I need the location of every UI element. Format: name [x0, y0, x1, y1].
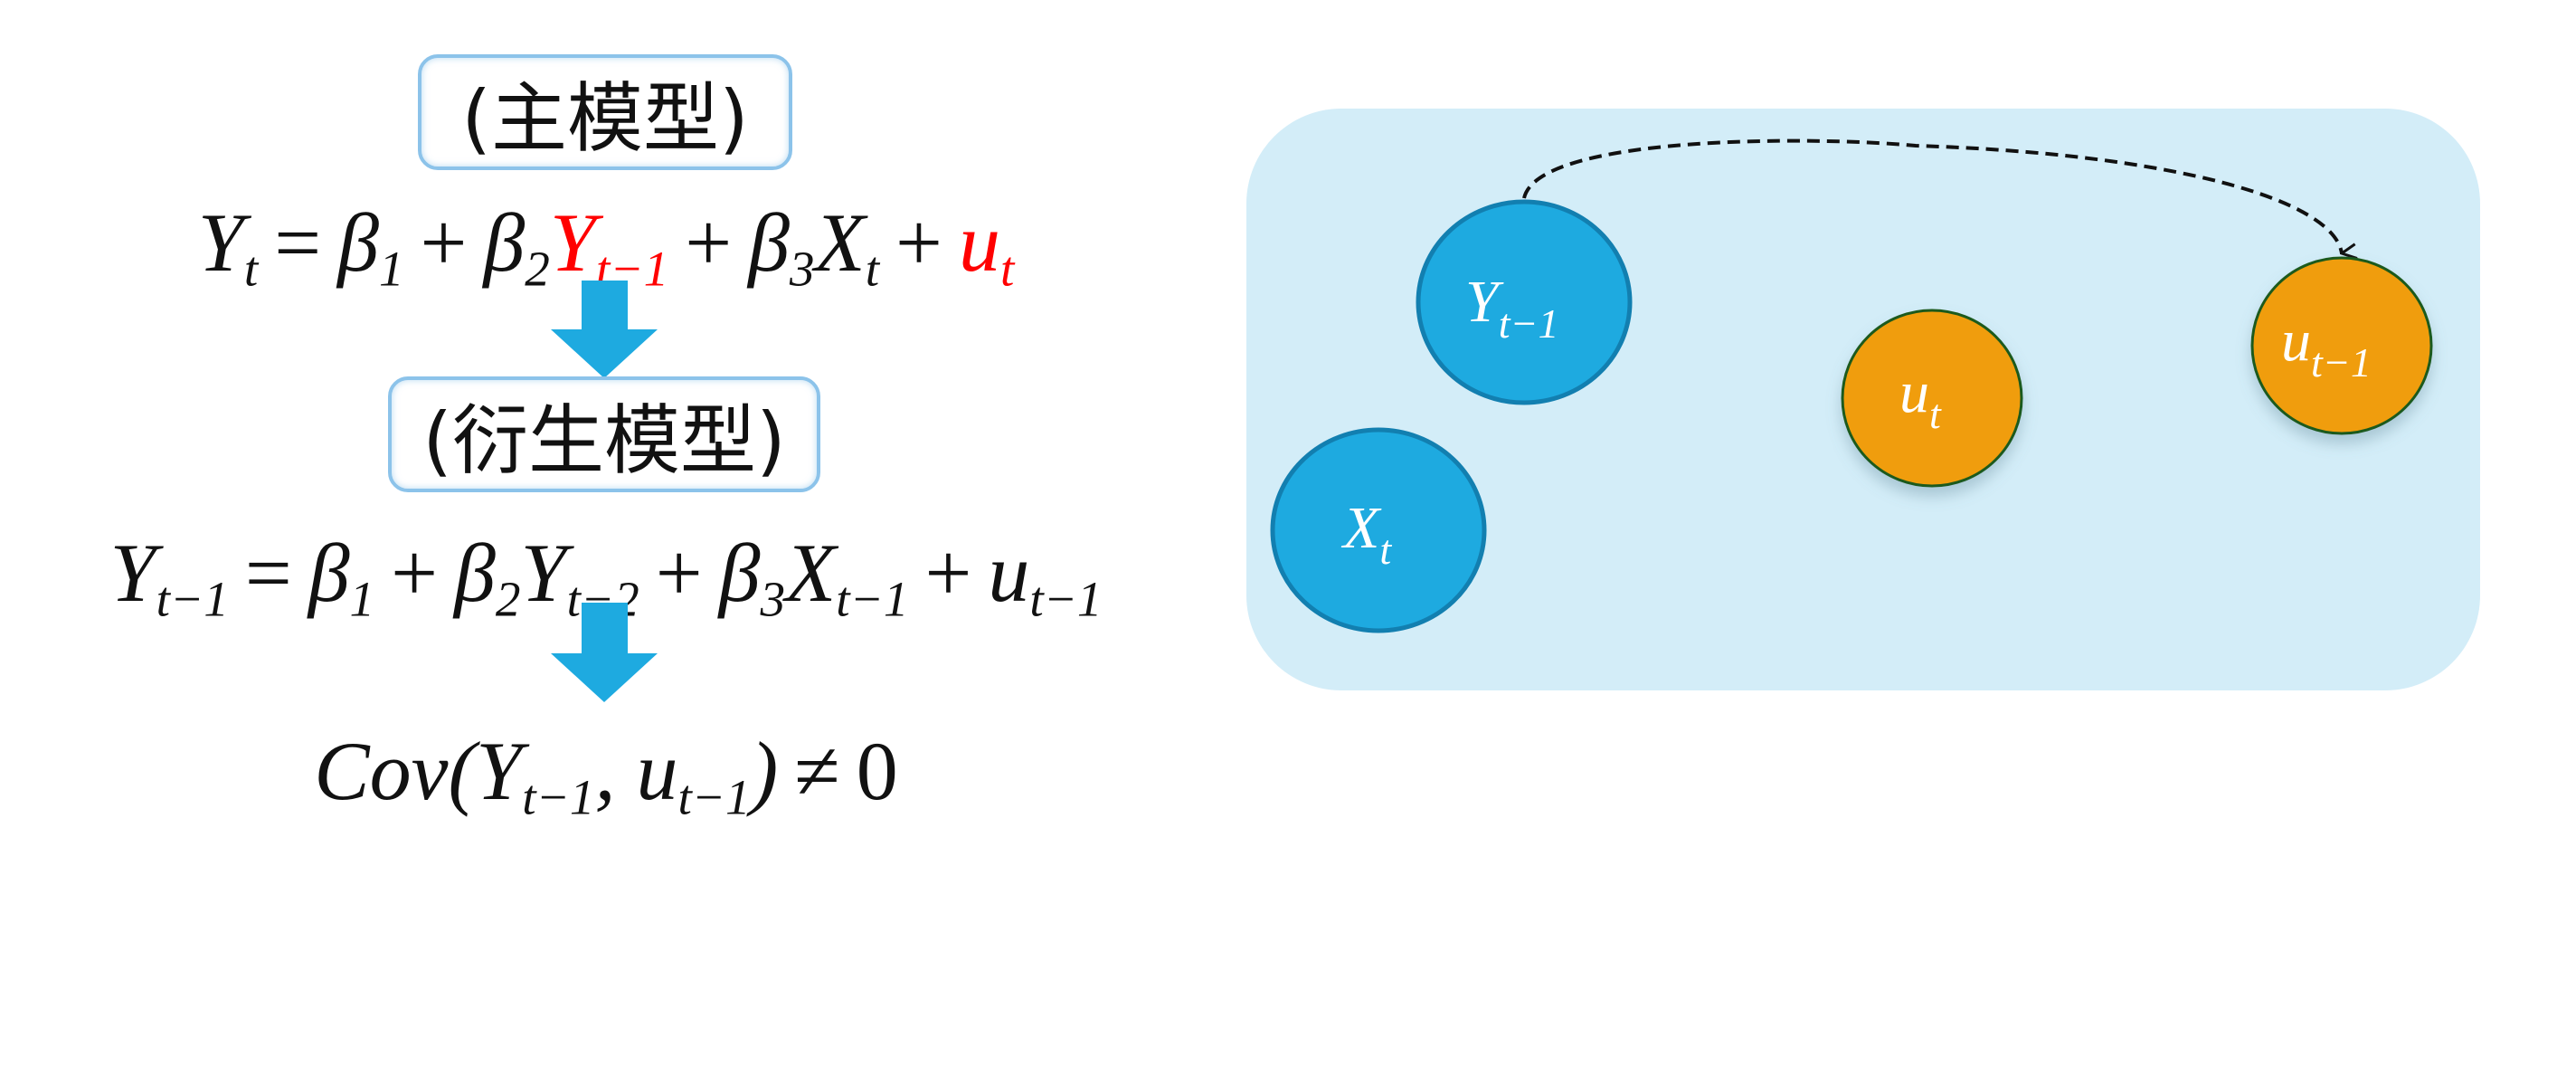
symbol-base: Y [197, 196, 244, 289]
symbol-base: Y [476, 725, 523, 817]
symbol: Xt−1 [785, 527, 908, 624]
symbol-base: X [814, 196, 866, 289]
symbol: Xt [814, 196, 880, 294]
symbol-subscript: t−1 [677, 769, 751, 825]
node-y-lag: Yt−1 [1416, 199, 1633, 405]
operator: = [244, 527, 292, 619]
operator: + [391, 527, 439, 619]
symbol: Yt−1 [476, 725, 594, 823]
symbol-subscript: 3 [789, 241, 815, 297]
main-model-label-text: (主模型) [461, 73, 749, 163]
down-arrow-icon [551, 281, 658, 378]
symbol-subscript: 3 [760, 571, 786, 627]
symbol-base: u [958, 196, 1000, 289]
node-u-lag: ut−1 [2250, 256, 2433, 435]
operator: + [655, 527, 703, 619]
symbol-subscript: 1 [349, 571, 375, 627]
node-u-t: ut [1841, 309, 2023, 488]
symbol: β1 [337, 196, 403, 294]
symbol-subscript: t−1 [1029, 571, 1103, 627]
operator: = [274, 196, 322, 289]
node-u-lag-label: ut−1 [2281, 308, 2372, 385]
symbol: β1 [308, 527, 374, 624]
symbol: ut−1 [988, 527, 1102, 624]
number: 0 [856, 725, 898, 817]
symbol: β3 [718, 527, 785, 624]
derived-model-label: (衍生模型) [388, 376, 820, 492]
symbol: β2 [454, 527, 520, 624]
symbol-subscript: t [865, 241, 880, 297]
symbol: , [594, 725, 636, 817]
symbol-base: β [308, 527, 350, 619]
operator: + [420, 196, 468, 289]
down-arrow-icon [551, 603, 658, 702]
operator: + [685, 196, 733, 289]
dashed-arrow [1522, 138, 2342, 253]
symbol-subscript: 2 [525, 241, 550, 297]
operator: + [924, 527, 972, 619]
symbol-base: β [718, 527, 761, 619]
symbol: β3 [748, 196, 814, 294]
covariance-equation: Cov(Yt−1, ut−1)≠0 [0, 729, 1212, 823]
symbol: Yt [197, 196, 259, 294]
operator: + [895, 196, 942, 289]
symbol-base: β [748, 196, 790, 289]
symbol-base: Y [549, 196, 597, 289]
symbol-subscript: t−1 [522, 769, 595, 825]
node-x-t: Xt [1270, 427, 1487, 633]
symbol-base: ) [750, 725, 779, 817]
symbol-base: u [988, 527, 1030, 619]
symbol-subscript: 2 [495, 571, 521, 627]
derived-model-equation: Yt−1=β1+β2Yt−2+β3Xt−1+ut−1 [0, 531, 1212, 624]
symbol-base: β [483, 196, 526, 289]
symbol: Yt−1 [549, 196, 668, 294]
symbol: ut [958, 196, 1014, 294]
symbol: ut−1 [636, 725, 750, 823]
symbol-subscript: 1 [378, 241, 404, 297]
node-y-lag-label: Yt−1 [1465, 269, 1559, 347]
main-model-label: (主模型) [418, 54, 792, 170]
symbol-subscript: t [243, 241, 259, 297]
main-model-equation: Yt=β1+β2Yt−1+β3Xt+ut [0, 201, 1212, 294]
node-x-t-label: Xt [1340, 495, 1392, 573]
symbol-base: β [337, 196, 379, 289]
symbol-base: Y [520, 527, 567, 619]
symbol-base: Y [109, 527, 156, 619]
symbol: Cov( [314, 725, 476, 817]
operator: ≠ [794, 725, 840, 817]
symbol-base: X [785, 527, 837, 619]
node-u-t-label: ut [1899, 359, 1942, 437]
symbol: Yt−1 [109, 527, 228, 624]
symbol-base: u [636, 725, 678, 817]
symbol: β2 [483, 196, 549, 294]
derived-model-label-text: (衍生模型) [422, 395, 786, 485]
symbol-subscript: t−1 [156, 571, 229, 627]
symbol-base: β [454, 527, 496, 619]
symbol-subscript: t [999, 241, 1015, 297]
symbol-base: Cov( [314, 725, 477, 817]
symbol-subscript: t−1 [836, 571, 909, 627]
symbol: ) [751, 725, 779, 817]
symbol-base: , [594, 725, 637, 817]
